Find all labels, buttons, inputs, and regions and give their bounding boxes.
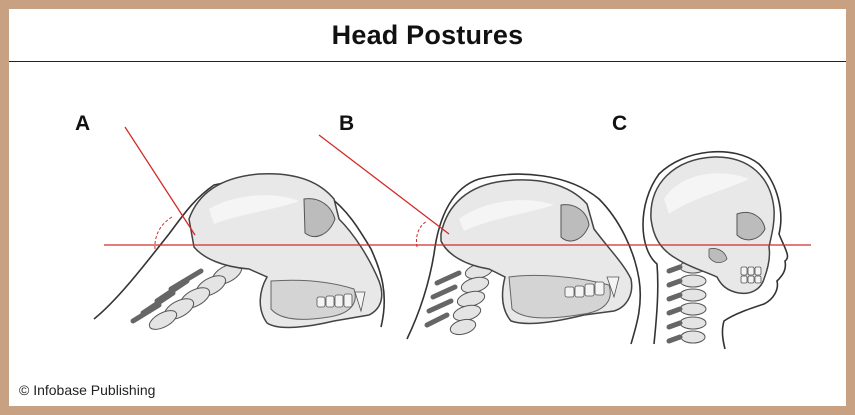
title-bar: Head Postures (9, 9, 846, 62)
head-postures-diagram (9, 63, 846, 363)
panel-a-vertebrae (133, 259, 245, 333)
panel-b-vertebrae (427, 261, 494, 338)
panel-c-vertebrae (669, 261, 706, 343)
publisher-credit: © Infobase Publishing (19, 382, 155, 398)
panel-a-illustration (94, 127, 384, 333)
figure-title: Head Postures (332, 20, 524, 51)
panel-c-illustration (643, 152, 787, 349)
